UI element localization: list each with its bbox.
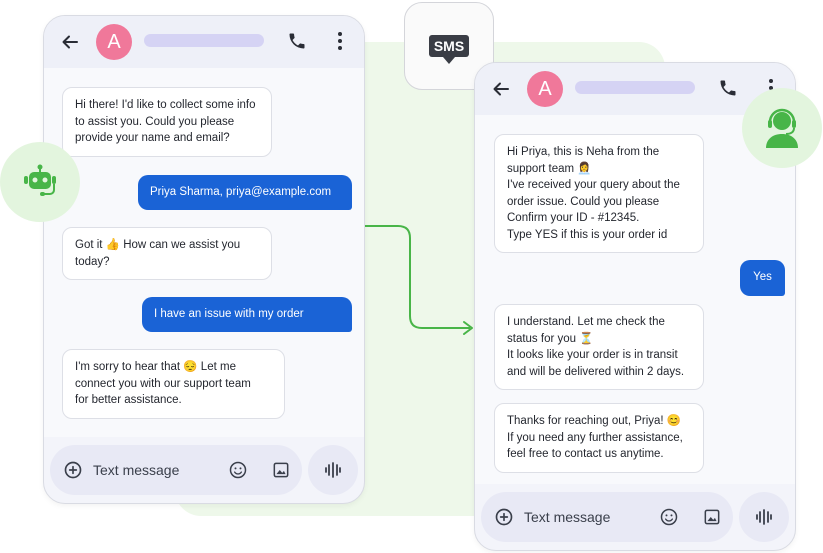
message-composer[interactable]: Text message: [50, 445, 302, 495]
outgoing-message: I have an issue with my order: [142, 297, 352, 332]
more-options-icon[interactable]: [337, 31, 343, 51]
chatbot-phone: A Hi there! I'd like to collect some inf…: [43, 15, 365, 504]
bot-badge: [0, 142, 80, 222]
outgoing-message: Yes: [740, 260, 785, 296]
back-arrow-icon[interactable]: [60, 32, 80, 52]
incoming-message: I'm sorry to hear that 😔 Let me connect …: [62, 349, 285, 419]
incoming-message: Got it 👍 How can we assist you today?: [62, 227, 272, 280]
agent-headset-icon: [766, 108, 798, 148]
message-composer[interactable]: Text message: [481, 492, 733, 542]
agent-badge: [742, 88, 822, 168]
incoming-message: Hi Priya, this is Neha from the support …: [494, 134, 704, 253]
contact-avatar[interactable]: A: [96, 24, 132, 60]
handoff-arrow: [365, 225, 473, 335]
waveform-icon: [325, 462, 341, 478]
outgoing-message: Priya Sharma, priya@example.com: [138, 175, 352, 210]
emoji-icon[interactable]: [659, 507, 679, 527]
text-message-input[interactable]: Text message: [93, 462, 180, 478]
incoming-message: I understand. Let me check the status fo…: [494, 304, 704, 390]
add-attachment-icon[interactable]: [494, 507, 514, 527]
contact-avatar[interactable]: A: [527, 71, 563, 107]
agent-phone: A Hi Priya, this is Neha from the suppor…: [474, 62, 796, 551]
phone-call-icon[interactable]: [287, 31, 307, 51]
image-icon[interactable]: [271, 460, 291, 480]
incoming-message: Hi there! I'd like to collect some info …: [62, 87, 272, 157]
text-message-input[interactable]: Text message: [524, 509, 611, 525]
waveform-icon: [756, 509, 772, 525]
robot-headset-icon: [24, 164, 56, 196]
contact-name-placeholder: [575, 81, 695, 94]
phone-call-icon[interactable]: [718, 78, 738, 98]
incoming-message: Thanks for reaching out, Priya! 😊 If you…: [494, 403, 704, 473]
back-arrow-icon[interactable]: [491, 79, 511, 99]
top-app-bar: A: [475, 63, 795, 116]
sms-label: SMS: [429, 35, 469, 57]
top-app-bar: A: [44, 16, 364, 69]
image-icon[interactable]: [702, 507, 722, 527]
voice-input-button[interactable]: [739, 492, 789, 542]
sms-bubble-tail: [443, 57, 455, 64]
contact-name-placeholder: [144, 34, 264, 47]
voice-input-button[interactable]: [308, 445, 358, 495]
emoji-icon[interactable]: [228, 460, 248, 480]
add-attachment-icon[interactable]: [63, 460, 83, 480]
